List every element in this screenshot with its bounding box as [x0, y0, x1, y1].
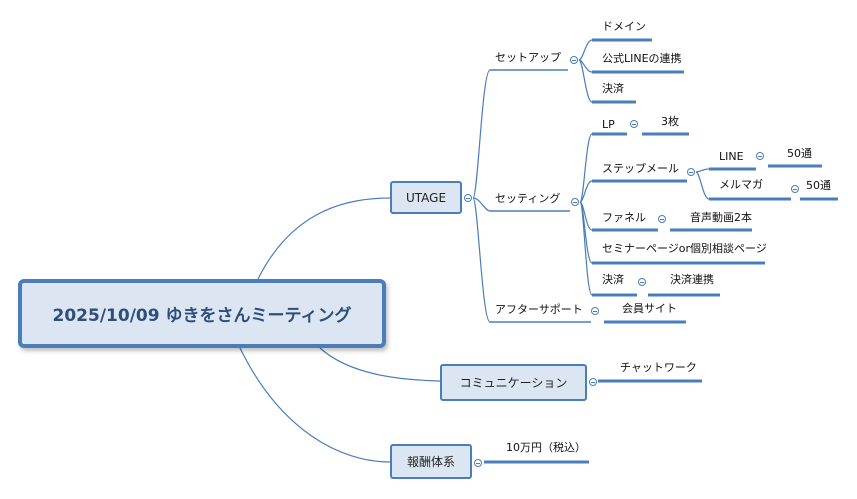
edge-step-mailmag: [695, 171, 710, 200]
topic-domain[interactable]: ドメイン: [602, 20, 646, 33]
topic-line-link[interactable]: 公式LINEの連携: [602, 52, 682, 65]
collapse-mailmag-icon[interactable]: [791, 185, 799, 193]
topic-setting[interactable]: セッティング: [495, 192, 561, 205]
topic-reward-amount[interactable]: 10万円（税込）: [506, 441, 586, 454]
topic-setting-payment[interactable]: 決済: [602, 273, 624, 286]
edge-utage-setting: [472, 197, 491, 212]
edge-setup-line: [578, 59, 593, 73]
topic-after-support[interactable]: アフターサポート: [495, 303, 583, 316]
collapse-setting-payment-icon[interactable]: [638, 278, 646, 286]
collapse-utage-icon[interactable]: [464, 194, 472, 202]
collapse-funnel-icon[interactable]: [658, 215, 666, 223]
collapse-setting-icon[interactable]: [571, 198, 579, 206]
edge-utage-after: [472, 197, 491, 323]
topic-setup[interactable]: セットアップ: [495, 51, 561, 64]
edge-central-reward: [239, 347, 391, 463]
collapse-after-support-icon[interactable]: [591, 307, 599, 315]
collapse-line-icon[interactable]: [756, 152, 764, 160]
edge-setting-step: [579, 180, 593, 203]
collapse-step-mail-icon[interactable]: [687, 168, 695, 176]
topic-utage-label: UTAGE: [405, 190, 447, 205]
topic-seminar-page[interactable]: セミナーページor個別相談ページ: [602, 242, 767, 255]
topic-setup-payment[interactable]: 決済: [602, 82, 624, 95]
central-topic[interactable]: 2025/10/09 ゆきをさんミーティング: [18, 279, 386, 348]
topic-communication[interactable]: コミュニケーション: [440, 364, 587, 401]
topic-funnel-video[interactable]: 音声動画2本: [690, 211, 752, 224]
edge-setup-domain: [578, 39, 593, 61]
edge-setup-payment: [578, 59, 593, 103]
topic-lp[interactable]: LP: [602, 118, 615, 131]
topic-member-site[interactable]: 会員サイト: [622, 302, 677, 315]
topic-communication-label: コミュニケーション: [459, 376, 568, 390]
edge-central-communication: [319, 347, 441, 382]
topic-reward[interactable]: 報酬体系: [390, 444, 472, 479]
central-topic-title: 2025/10/09 ゆきをさんミーティング: [52, 306, 352, 326]
topic-mailmag[interactable]: メルマガ: [719, 178, 763, 191]
topic-reward-label: 報酬体系: [406, 455, 455, 469]
topic-chatwork[interactable]: チャットワーク: [620, 361, 697, 374]
topic-mailmag-weeks[interactable]: 50通: [806, 179, 831, 192]
collapse-reward-icon[interactable]: [474, 459, 482, 467]
topic-line-weeks[interactable]: 50通: [787, 147, 812, 160]
topic-utage[interactable]: UTAGE: [390, 181, 462, 214]
edge-central-utage: [257, 197, 391, 280]
topic-lp-count[interactable]: 3枚: [661, 115, 679, 128]
edge-setting-payment: [579, 201, 593, 296]
collapse-lp-icon[interactable]: [630, 120, 638, 128]
collapse-communication-icon[interactable]: [589, 378, 597, 386]
collapse-setup-icon[interactable]: [570, 56, 578, 64]
edge-setting-lp: [579, 133, 593, 203]
edge-step-line: [695, 168, 710, 173]
topic-payment-link[interactable]: 決済連携: [670, 273, 714, 286]
edge-utage-setup: [472, 69, 491, 199]
topic-step-mail[interactable]: ステップメール: [602, 162, 679, 175]
topic-funnel[interactable]: ファネル: [602, 211, 646, 224]
topic-line[interactable]: LINE: [719, 150, 744, 163]
